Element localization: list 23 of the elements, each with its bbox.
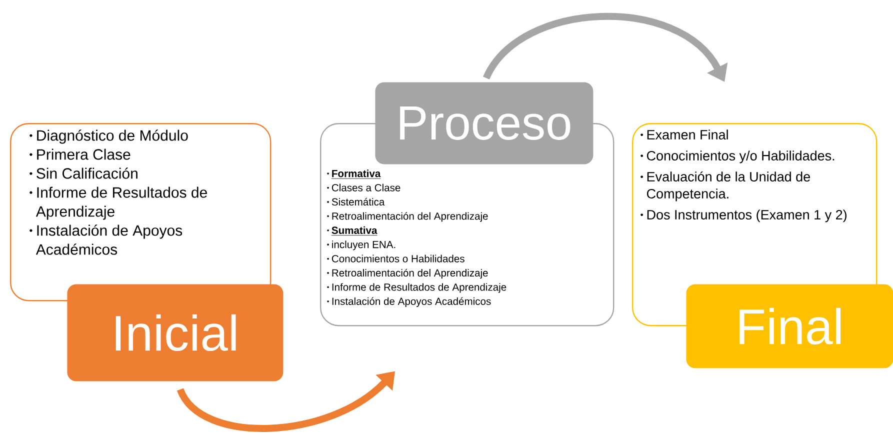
list-item: Dos Instrumentos (Examen 1 y 2) (640, 210, 846, 222)
title-box: Inicial (67, 284, 284, 382)
list-item: Informe de Resultados de Aprendizaje (30, 186, 207, 220)
list-box (10, 123, 272, 302)
list-item: Examen Final (640, 130, 728, 140)
list-item: Conocimientos y/o Habilidades. (640, 150, 834, 164)
list-item: Clases a Clase (327, 184, 400, 192)
list-item: incluyen ENA. (327, 240, 396, 250)
list-item: Formativa (327, 170, 381, 179)
list-item: Diagnóstico de Módulo (30, 130, 188, 144)
list-item: Sumativa (327, 226, 378, 236)
list-item: Sistemática (327, 198, 385, 206)
list-item: Retroalimentación del Aprendizaje (327, 268, 488, 279)
list-item: Primera Clase (30, 148, 130, 160)
list-item: Sin Calificación (30, 168, 138, 179)
title-box: Final (686, 284, 893, 368)
list-item: Instalación de Apoyos Académicos (30, 224, 182, 255)
list-item: Conocimientos o Habilidades (327, 254, 464, 262)
list-item: Retroalimentación del Aprendizaje (327, 212, 488, 222)
list-item: Informe de Resultados de Aprendizaje (327, 283, 506, 293)
title-box: Proceso (375, 82, 594, 164)
list-item: Instalación de Apoyos Académicos (327, 297, 491, 307)
list-item: Evaluación de la Unidad de Competencia. (640, 171, 810, 202)
